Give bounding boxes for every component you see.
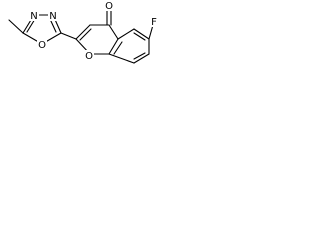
- bond-c2-c3: [75, 24, 91, 40]
- atom-label-layer: O F O O N N: [29, 0, 159, 62]
- bond-methyl: [8, 19, 24, 34]
- molecule-structure-diagram: O F O O N N: [8, 0, 159, 64]
- oxadiazole-n2-label: N: [49, 11, 56, 22]
- bond-layer: [8, 10, 154, 64]
- oxadiazole-n2-background: [48, 10, 58, 21]
- oxadiazole-oxygen-label: O: [38, 40, 46, 51]
- oxadiazole-n1-background: [29, 10, 39, 21]
- ketone-oxygen-background: [104, 0, 114, 11]
- oxadiazole-n1-label: N: [30, 11, 37, 22]
- bond-oxadiazole-n3-c2-double: [49, 18, 57, 33]
- bond-c4-c4a: [108, 24, 119, 40]
- ketone-oxygen-label: O: [105, 1, 113, 12]
- fluorine-background: [149, 16, 159, 27]
- ring-oxygen-background: [84, 50, 94, 61]
- bond-c4a-c8a-double: [113, 41, 123, 55]
- bond-c4a-c5: [117, 28, 135, 40]
- bond-fluorine: [148, 24, 154, 40]
- bond-c8-c8a: [108, 53, 135, 64]
- oxadiazole-oxygen-background: [37, 39, 47, 50]
- bond-c4a-c8a: [108, 38, 119, 55]
- bond-c7-c8: [133, 53, 150, 64]
- bond-c7-c8-double: [133, 52, 146, 60]
- bond-c5-c6: [133, 28, 150, 40]
- fluorine-label: F: [151, 17, 157, 28]
- bond-oxadiazole-chromone: [60, 32, 77, 40]
- bond-c5-c6-double: [133, 32, 146, 41]
- ring-oxygen-label: O: [85, 51, 93, 62]
- bond-oxadiazole-c5-n4-double: [26, 18, 36, 33]
- bond-c2-c3-double: [79, 28, 92, 41]
